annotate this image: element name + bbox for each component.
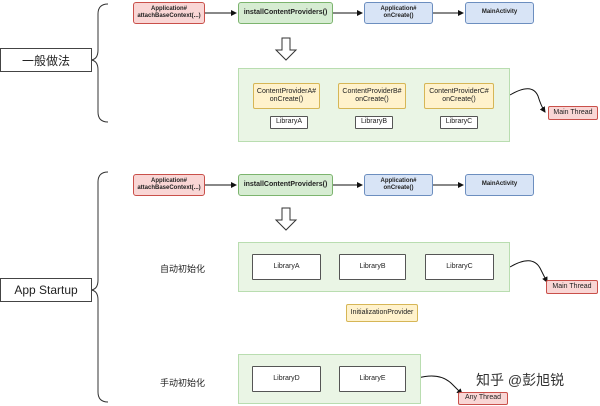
- library-a-node: LibraryA: [270, 116, 308, 129]
- library-c-node: LibraryC: [425, 254, 494, 280]
- content-provider-b-node: ContentProviderB# onCreate(): [338, 83, 406, 109]
- thread-arrow-2: [509, 260, 548, 283]
- main-thread-node: Main Thread: [548, 106, 598, 120]
- initialization-provider-node: InitializationProvider: [346, 304, 418, 322]
- library-a-node: LibraryA: [252, 254, 321, 280]
- library-e-node: LibraryE: [339, 366, 406, 392]
- thread-arrow-1: [509, 88, 546, 113]
- any-thread-node: Any Thread: [458, 392, 508, 405]
- section-label-text: App Startup: [14, 283, 78, 297]
- application-oncreate-node: Application# onCreate(): [364, 174, 433, 196]
- down-arrow-icon: [274, 37, 298, 61]
- install-content-providers-node: installContentProviders(): [238, 2, 333, 24]
- library-c-node: LibraryC: [440, 116, 478, 129]
- application-oncreate-node: Application# onCreate(): [364, 2, 433, 24]
- thread-arrow-3: [417, 375, 463, 395]
- main-thread-node: Main Thread: [546, 280, 598, 294]
- brace-section-2: [89, 171, 109, 403]
- section-label-app-startup: App Startup: [0, 278, 92, 302]
- library-b-node: LibraryB: [355, 116, 393, 129]
- manual-init-label: 手动初始化: [160, 378, 206, 388]
- application-attach-node: Application# attachBaseContext(...): [133, 174, 205, 196]
- content-provider-c-node: ContentProviderC# onCreate(): [424, 83, 494, 109]
- section-label-text: 一般做法: [21, 53, 70, 68]
- install-content-providers-node: installContentProviders(): [238, 174, 333, 196]
- main-activity-node: MainActivity: [465, 174, 534, 196]
- section-label-conventional: 一般做法: [0, 48, 92, 72]
- library-b-node: LibraryB: [339, 254, 406, 280]
- watermark: 知乎 @彭旭锐: [476, 372, 565, 388]
- auto-init-label: 自动初始化: [160, 264, 206, 274]
- library-d-node: LibraryD: [252, 366, 321, 392]
- application-attach-node: Application# attachBaseContext(...): [133, 2, 205, 24]
- main-activity-node: MainActivity: [465, 2, 534, 24]
- down-arrow-icon: [274, 207, 298, 231]
- content-provider-a-node: ContentProviderA# onCreate(): [253, 83, 320, 109]
- brace-section-1: [89, 3, 109, 123]
